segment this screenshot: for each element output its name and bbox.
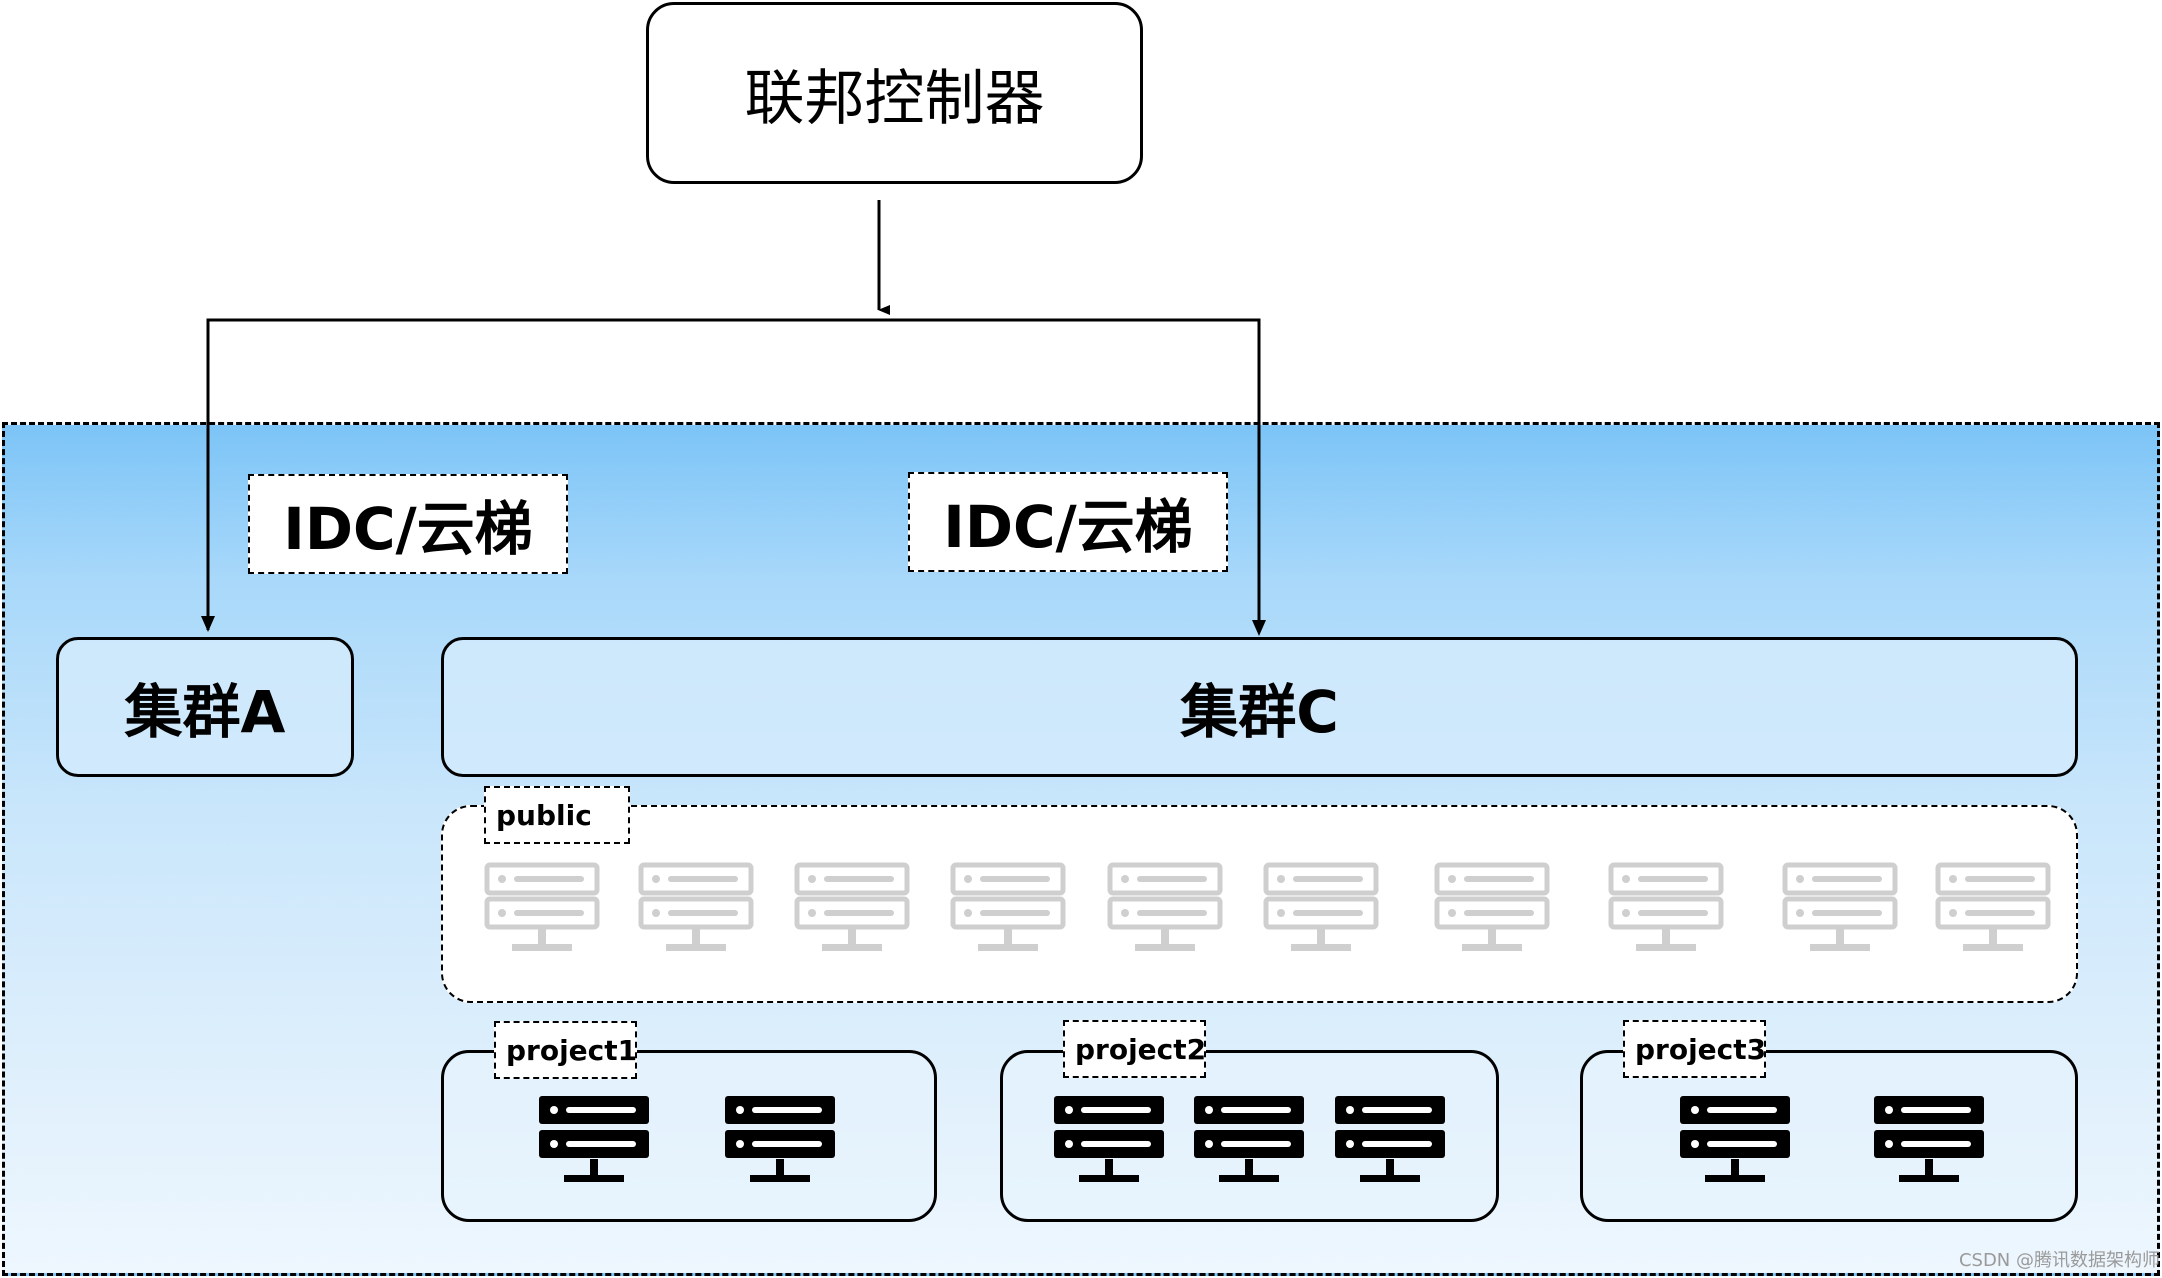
- project1-tag: project1: [494, 1021, 637, 1079]
- server-rack-icon: [484, 862, 600, 958]
- idc-tag-cluster-c: IDC/云梯: [908, 472, 1228, 572]
- server-rack-icon: [1677, 1093, 1793, 1189]
- cluster-c-label: 集群C: [1180, 678, 1339, 746]
- server-rack-icon: [1434, 862, 1550, 958]
- server-rack-icon: [1935, 862, 2051, 958]
- server-rack-icon: [1191, 1093, 1307, 1189]
- server-rack-icon: [950, 862, 1066, 958]
- project2-tag: project2: [1063, 1020, 1206, 1078]
- server-rack-icon: [794, 862, 910, 958]
- cluster-a-box: 集群A: [56, 637, 354, 777]
- public-pool-tag: public: [484, 786, 630, 844]
- watermark: CSDN @腾讯数据架构师: [1958, 1250, 2160, 1271]
- public-pool-label: public: [496, 798, 592, 832]
- server-rack-icon: [1051, 1093, 1167, 1189]
- project1-label: project1: [506, 1033, 638, 1067]
- project3-label: project3: [1635, 1032, 1767, 1066]
- project3-tag: project3: [1623, 1020, 1766, 1078]
- server-rack-icon: [1332, 1093, 1448, 1189]
- cluster-c-box: 集群C: [441, 637, 2078, 777]
- project2-label: project2: [1075, 1032, 1207, 1066]
- idc-tag-label: IDC/云梯: [943, 493, 1193, 561]
- cluster-a-label: 集群A: [124, 678, 286, 746]
- server-rack-icon: [722, 1093, 838, 1189]
- server-rack-icon: [1871, 1093, 1987, 1189]
- idc-tag-cluster-a: IDC/云梯: [248, 474, 568, 574]
- server-rack-icon: [1107, 862, 1223, 958]
- server-rack-icon: [1608, 862, 1724, 958]
- server-rack-icon: [1782, 862, 1898, 958]
- server-rack-icon: [1263, 862, 1379, 958]
- server-rack-icon: [638, 862, 754, 958]
- federation-controller-box: 联邦控制器: [646, 2, 1143, 184]
- project3-pool: [1580, 1050, 2078, 1222]
- federation-controller-label: 联邦控制器: [744, 63, 1045, 134]
- server-rack-icon: [536, 1093, 652, 1189]
- idc-tag-label: IDC/云梯: [283, 495, 533, 563]
